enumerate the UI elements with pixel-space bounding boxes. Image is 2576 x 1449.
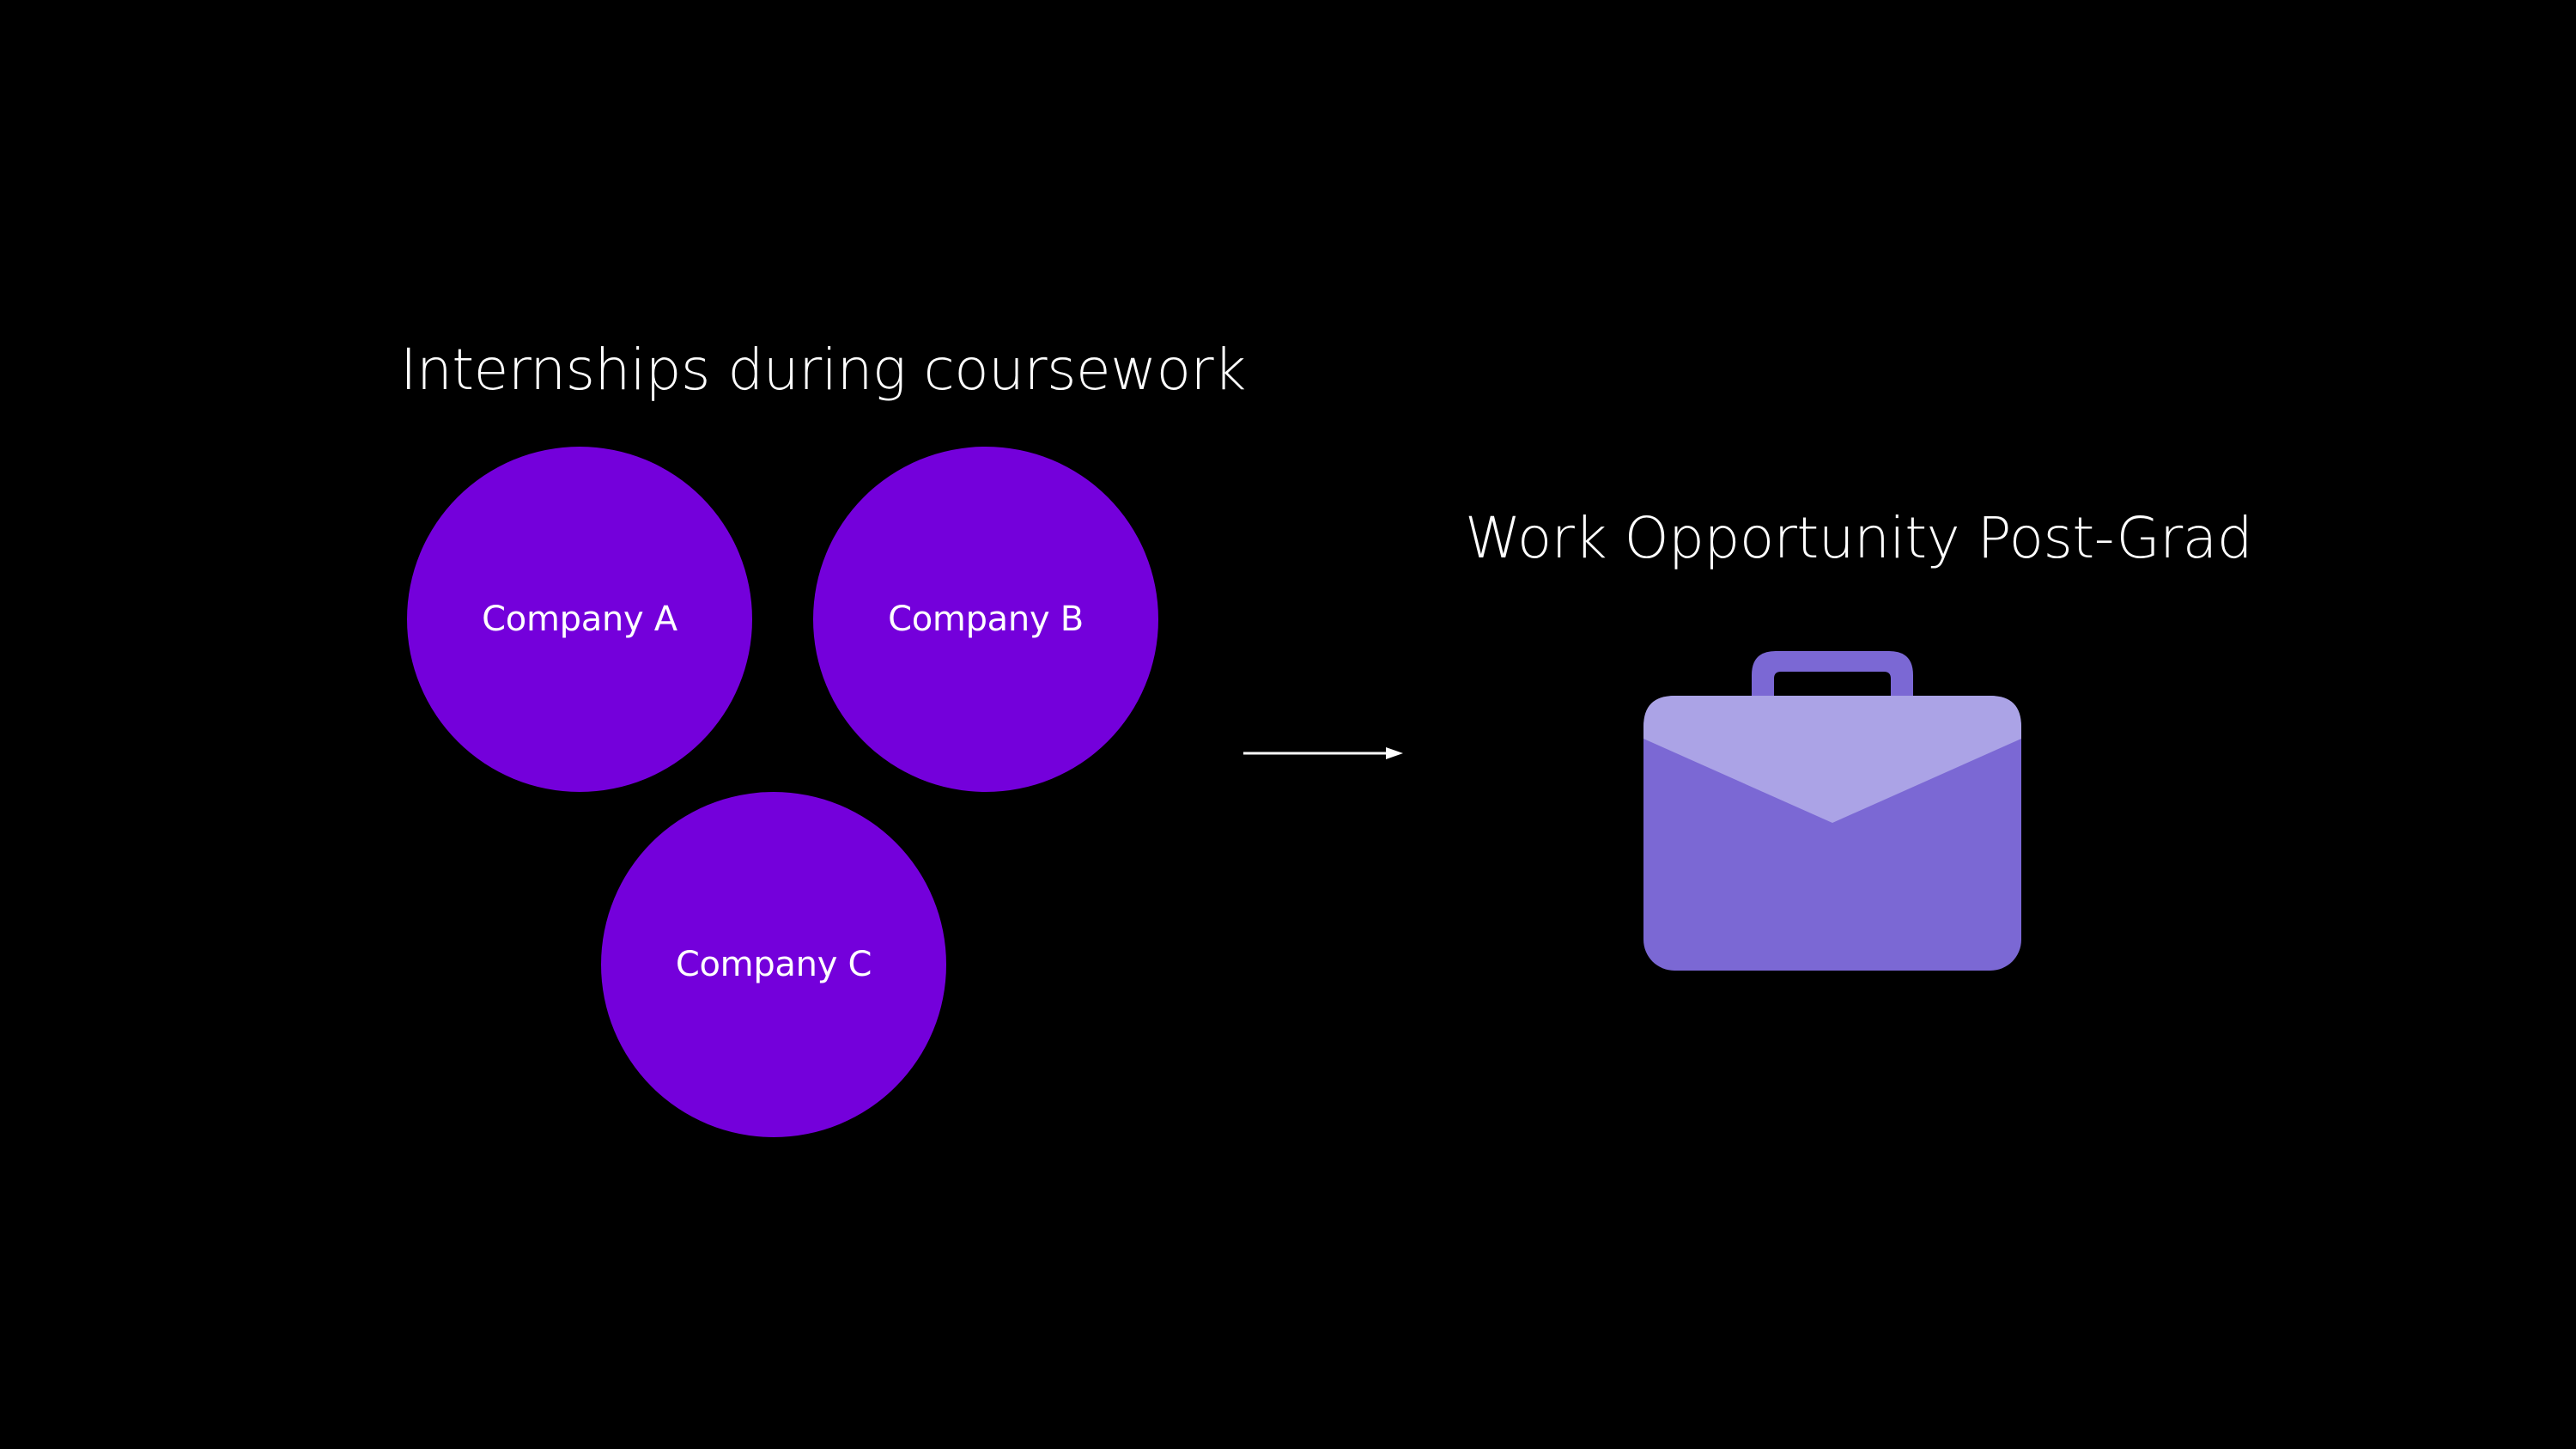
company-a-label: Company A bbox=[482, 600, 677, 639]
arrow-head bbox=[1386, 747, 1403, 759]
company-a-circle: Company A bbox=[407, 447, 752, 792]
internships-heading: Internships during coursework bbox=[400, 337, 1246, 403]
company-b-label: Company B bbox=[888, 600, 1084, 639]
company-c-circle: Company C bbox=[601, 792, 946, 1137]
company-c-label: Company C bbox=[675, 945, 872, 984]
arrow-right-icon bbox=[1243, 747, 1403, 759]
briefcase-flap bbox=[1643, 696, 2021, 823]
briefcase-icon bbox=[1643, 651, 2021, 971]
briefcase-handle bbox=[1752, 651, 1913, 699]
company-b-circle: Company B bbox=[813, 447, 1158, 792]
work-opportunity-heading: Work Opportunity Post-Grad bbox=[1465, 505, 2253, 571]
